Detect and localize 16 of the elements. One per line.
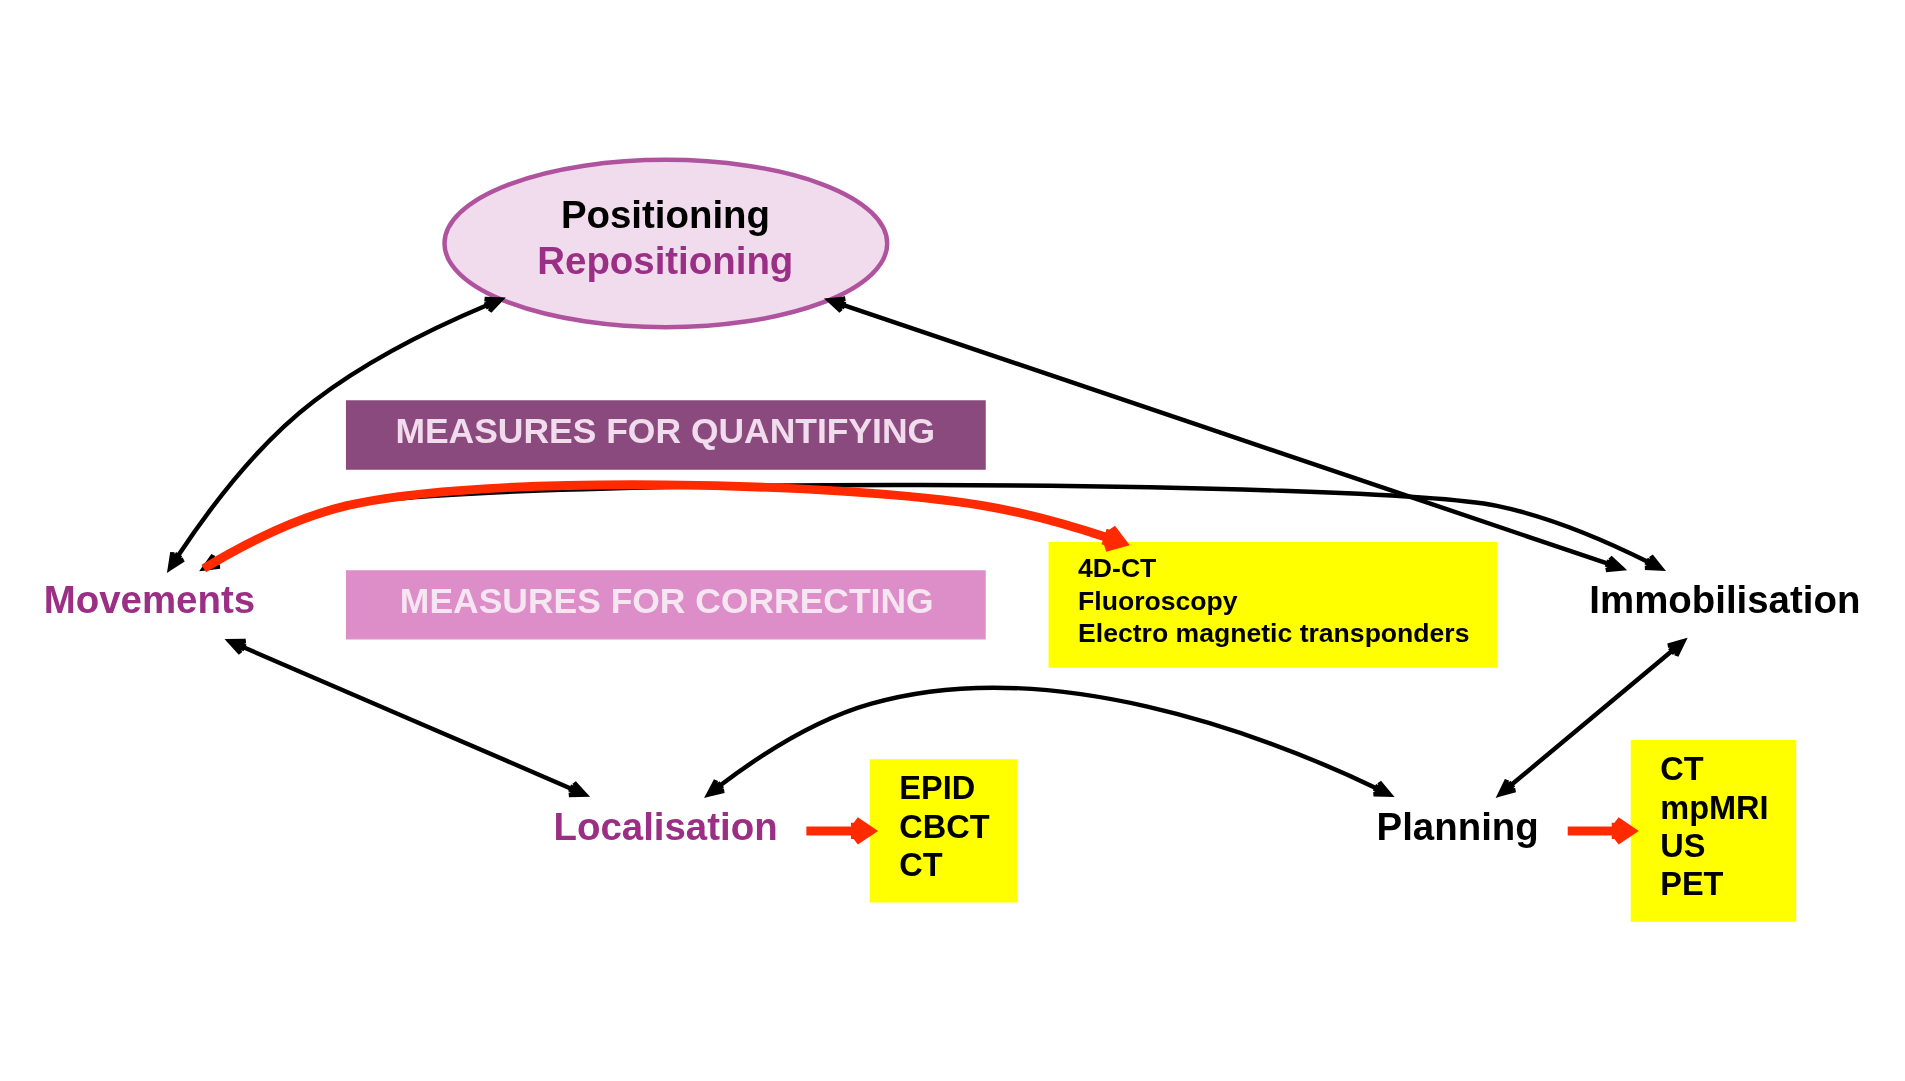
node-box: MEASURES FOR QUANTIFYING	[345, 400, 986, 470]
arrow	[227, 638, 588, 798]
arrow	[1497, 639, 1686, 797]
node-text: Immobilisation	[1589, 578, 1861, 622]
node-box: EPID CBCT CT	[869, 759, 1018, 903]
node-text: Localisation	[553, 804, 778, 848]
node-ellipse: Positioning Repositioning	[442, 157, 890, 330]
node-text: Movements	[43, 578, 256, 622]
node-box: MEASURES FOR CORRECTING	[345, 570, 986, 640]
arrow	[826, 296, 1625, 573]
node-text: Planning	[1376, 804, 1539, 848]
arrow	[706, 685, 1392, 797]
node-box: 4D-CT Fluoroscopy Electro magnetic transponders	[1048, 542, 1498, 668]
node-box: CT mpMRI US PET	[1630, 740, 1797, 922]
arrow	[1567, 816, 1636, 846]
arrow	[806, 816, 875, 846]
